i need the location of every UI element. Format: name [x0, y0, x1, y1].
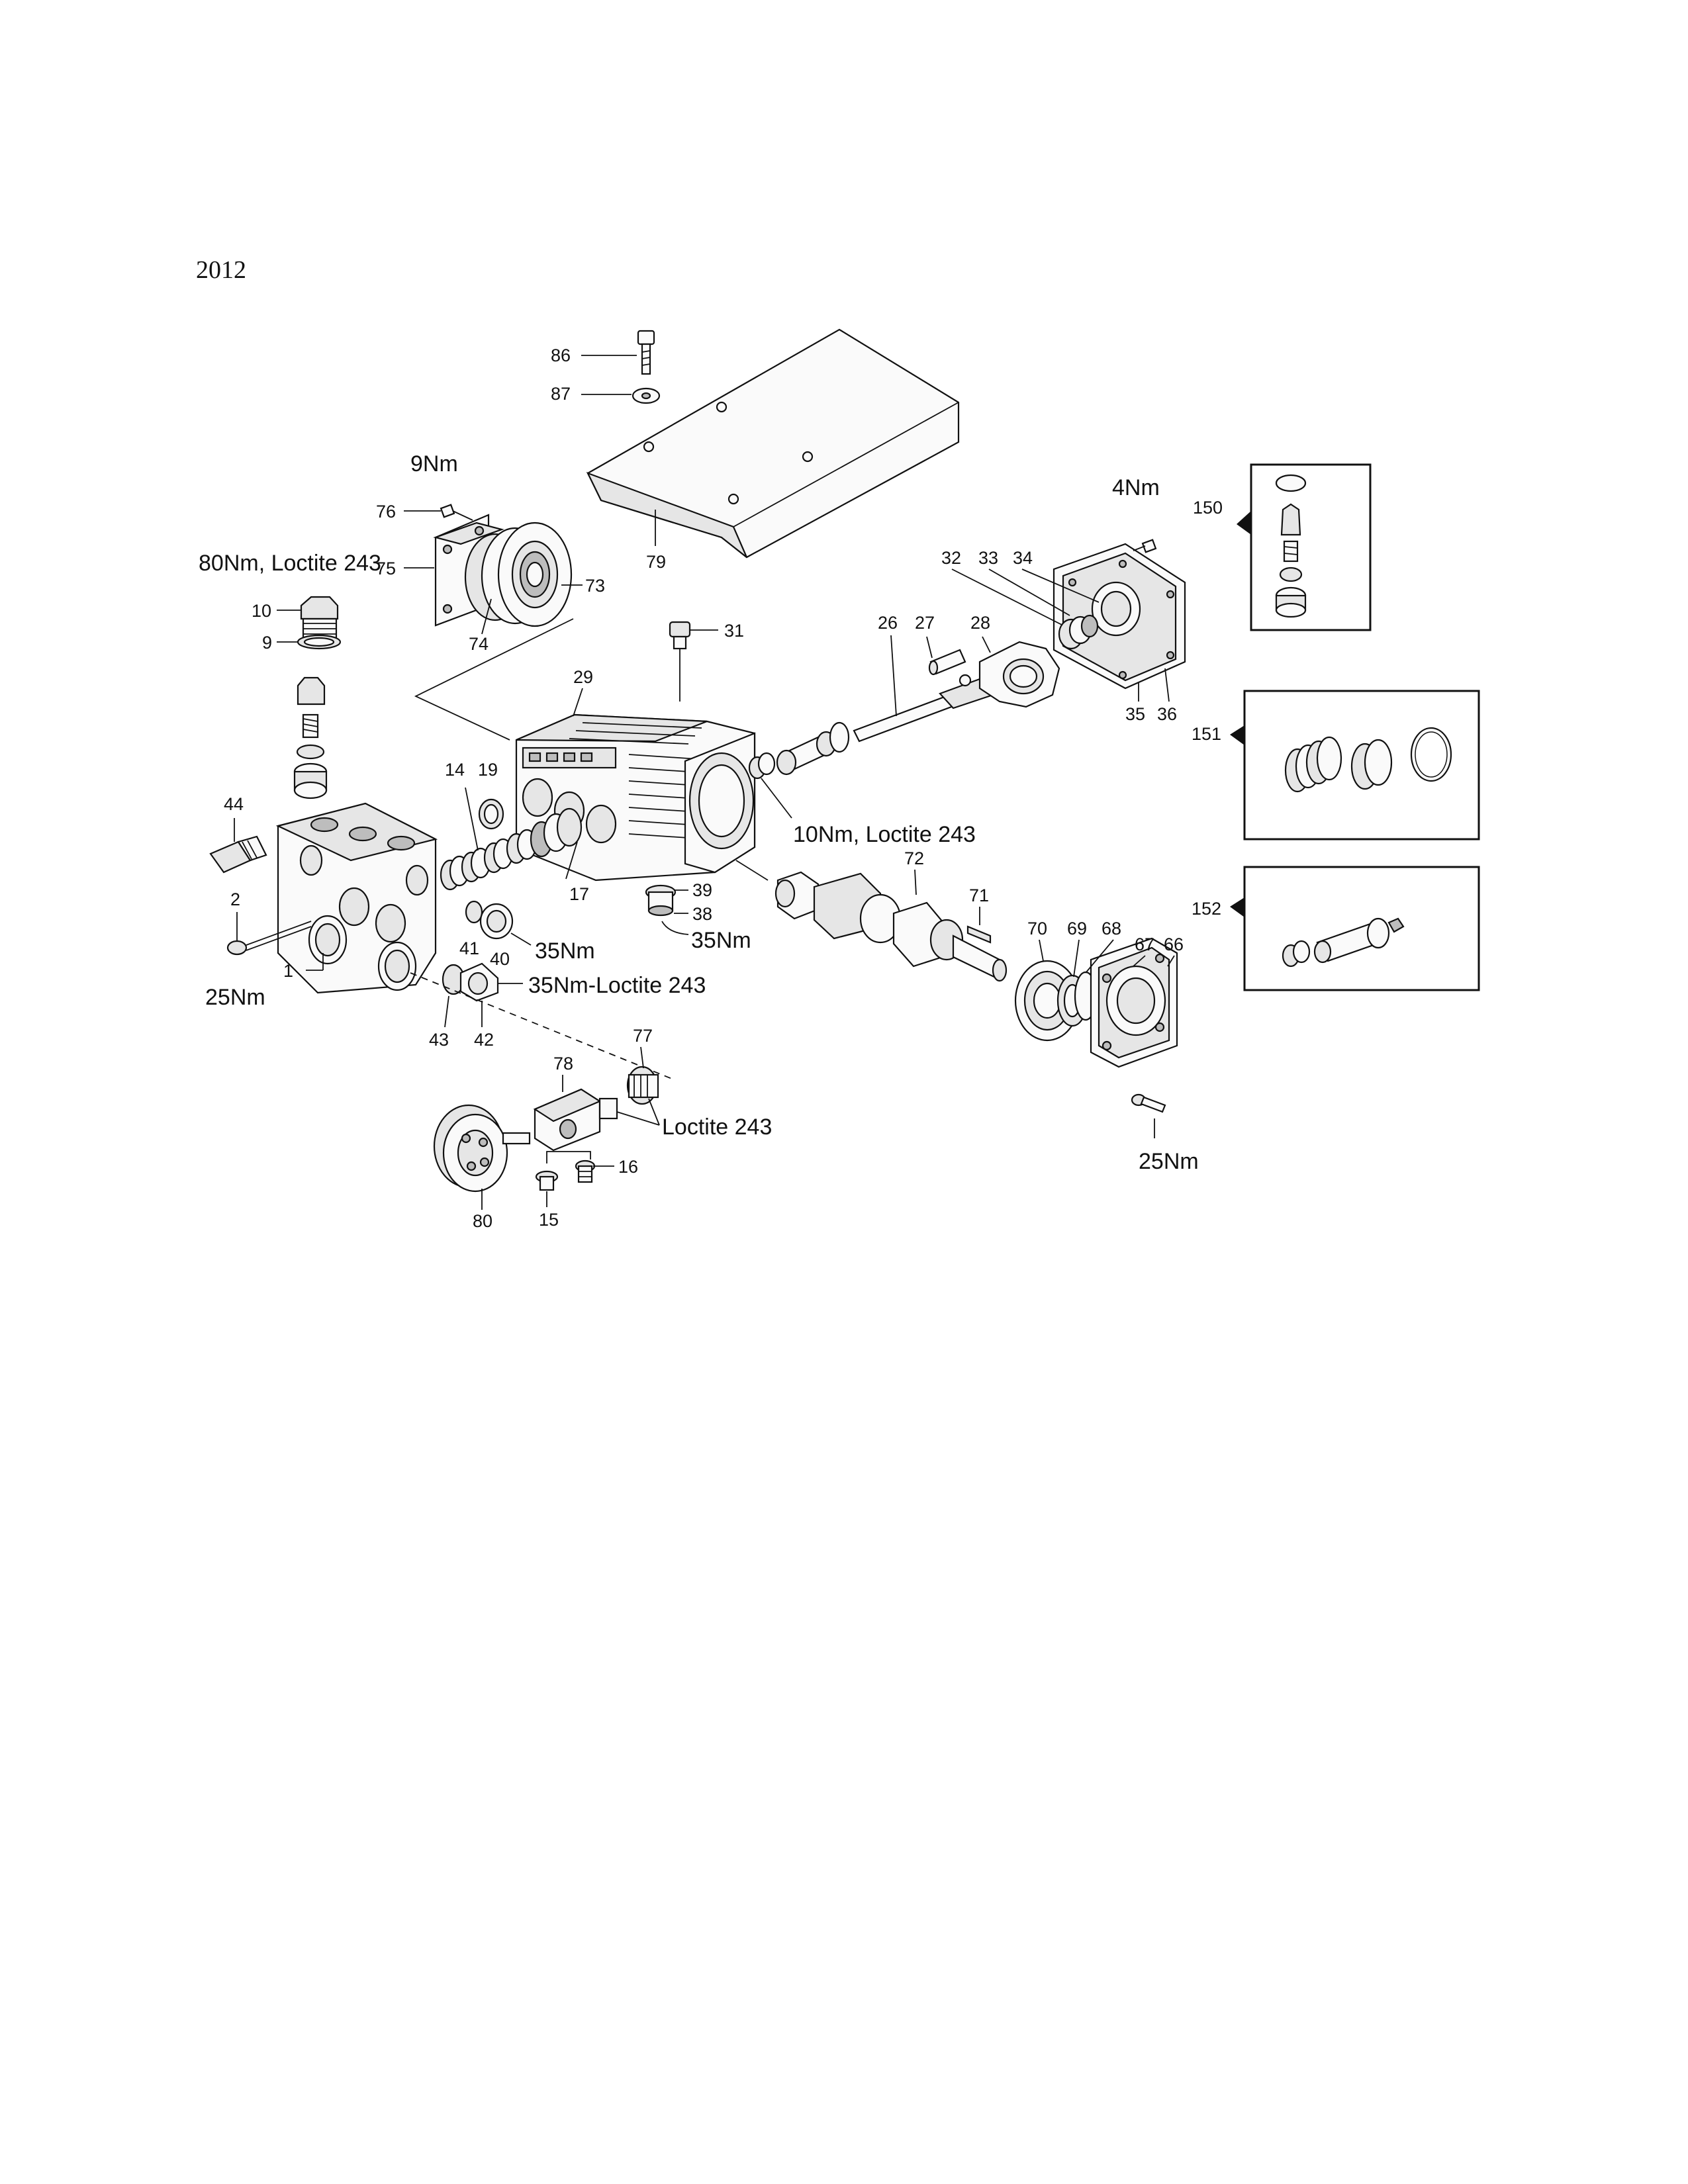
label-39: 39	[692, 880, 712, 900]
label-43: 43	[429, 1030, 449, 1050]
label-16: 16	[618, 1157, 638, 1177]
label-78: 78	[553, 1054, 573, 1073]
note-35nm-loctite: 35Nm-Loctite 243	[528, 973, 706, 998]
pump-head-manifold-1	[275, 802, 438, 994]
plug-42	[442, 962, 499, 1002]
plunger-10nm	[748, 721, 850, 780]
note-9nm: 9Nm	[410, 451, 458, 477]
label-77: 77	[633, 1026, 653, 1046]
label-41: 41	[459, 938, 479, 958]
label-28: 28	[970, 613, 990, 633]
dipstick-31	[669, 621, 718, 702]
connecting-rod-26	[853, 641, 1060, 743]
screw-4nm	[1133, 539, 1157, 553]
label-19: 19	[478, 760, 498, 780]
rear-cover-36	[1053, 543, 1186, 690]
note-80nm: 80Nm, Loctite 243	[199, 551, 381, 576]
screw-76	[440, 504, 473, 521]
year-label: 2012	[196, 256, 246, 284]
label-76: 76	[376, 502, 396, 522]
label-14: 14	[445, 760, 465, 780]
label-73: 73	[585, 576, 605, 596]
fitting-44	[209, 835, 267, 874]
label-75: 75	[376, 559, 396, 578]
crankshaft-72	[774, 871, 1008, 982]
label-38: 38	[692, 904, 712, 924]
seal-19	[478, 798, 504, 830]
label-17: 17	[569, 884, 589, 904]
label-26: 26	[878, 613, 898, 633]
label-67: 67	[1135, 934, 1154, 954]
note-loctite: Loctite 243	[662, 1115, 772, 1140]
label-44: 44	[224, 794, 244, 814]
valve-stack-top	[293, 676, 328, 799]
label-71: 71	[969, 886, 989, 905]
valve-block-78	[533, 1088, 618, 1152]
label-151: 151	[1192, 724, 1221, 744]
label-9: 9	[262, 633, 272, 653]
label-79: 79	[646, 552, 666, 572]
label-70: 70	[1027, 919, 1047, 938]
nipple-77	[626, 1066, 659, 1105]
label-15: 15	[539, 1210, 559, 1230]
seal-stack-14	[440, 807, 583, 891]
note-35nm-plug40: 35Nm	[535, 938, 595, 964]
flange-67	[1090, 937, 1178, 1068]
label-34: 34	[1013, 548, 1033, 568]
label-152: 152	[1192, 899, 1221, 919]
note-25nm-left: 25Nm	[205, 985, 265, 1010]
key-71	[966, 925, 992, 944]
label-27: 27	[915, 613, 935, 633]
label-1: 1	[283, 961, 293, 981]
label-33: 33	[978, 548, 998, 568]
label-42: 42	[474, 1030, 494, 1050]
pulsation-damper-80	[433, 1104, 531, 1193]
note-35nm-plug38: 35Nm	[691, 928, 751, 953]
label-150: 150	[1193, 498, 1223, 518]
label-32: 32	[941, 548, 961, 568]
label-80: 80	[473, 1211, 492, 1231]
label-74: 74	[469, 634, 489, 654]
label-66: 66	[1164, 934, 1184, 954]
note-4nm: 4Nm	[1112, 475, 1160, 500]
kit-box-151	[1230, 690, 1480, 841]
screw-66	[1131, 1093, 1166, 1113]
label-10: 10	[252, 601, 271, 621]
label-72: 72	[904, 848, 924, 868]
note-10nm: 10Nm, Loctite 243	[793, 822, 976, 847]
bearing-cover-assembly-75	[433, 514, 573, 627]
sight-glass-32-34	[1058, 614, 1099, 650]
drain-plug-38	[645, 884, 677, 917]
label-2: 2	[230, 889, 240, 909]
label-86: 86	[551, 345, 571, 365]
oil-filler-plug-10	[300, 596, 339, 640]
label-40: 40	[490, 949, 510, 969]
plug-16	[575, 1160, 596, 1183]
kit-box-152	[1230, 866, 1480, 991]
plug-40	[465, 900, 514, 940]
label-68: 68	[1102, 919, 1121, 938]
oring-9	[297, 634, 342, 650]
label-69: 69	[1067, 919, 1087, 938]
pin-27	[928, 649, 966, 676]
label-29: 29	[573, 667, 593, 687]
label-31: 31	[724, 621, 744, 641]
pump-cover-79	[586, 328, 960, 559]
kit-box-150	[1237, 463, 1372, 631]
label-36: 36	[1157, 704, 1177, 724]
label-35: 35	[1125, 704, 1145, 724]
crankcase-29	[515, 713, 756, 882]
plug-15	[535, 1170, 559, 1191]
bolt-86	[637, 330, 655, 375]
label-87: 87	[551, 384, 571, 404]
note-25nm-right: 25Nm	[1139, 1149, 1199, 1174]
washer-87	[632, 387, 661, 404]
